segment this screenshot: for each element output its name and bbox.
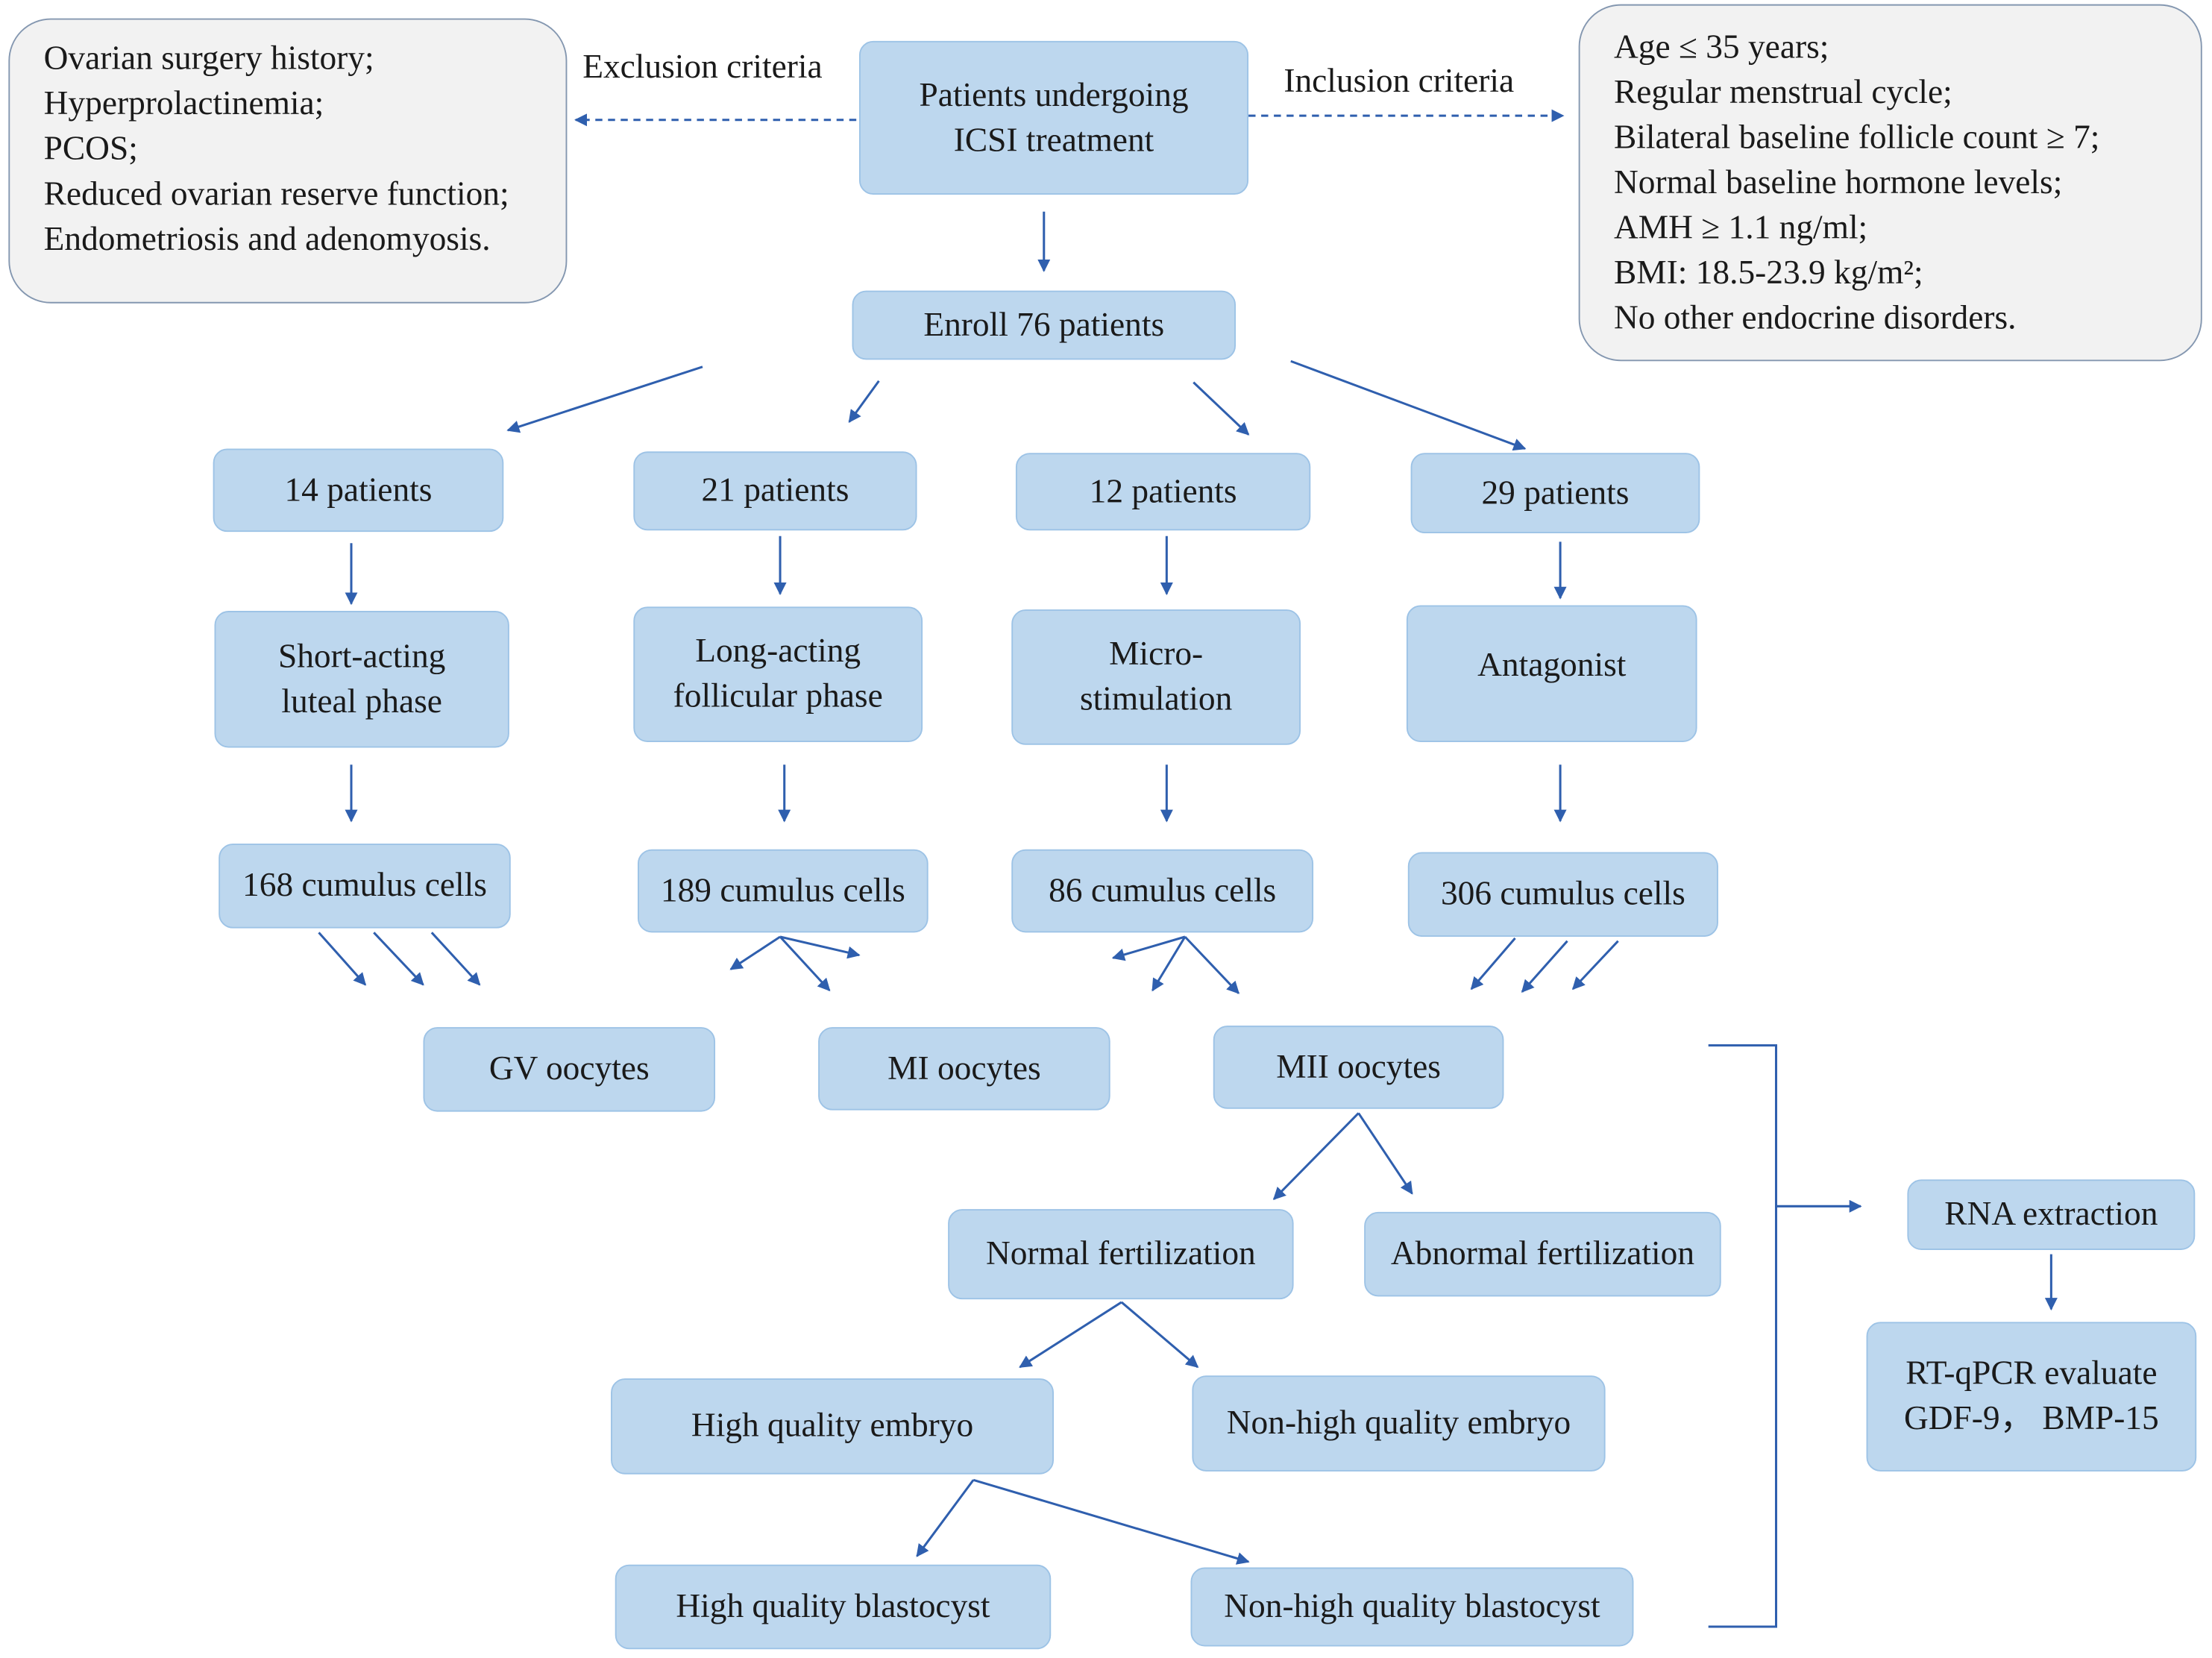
enroll-node: Enroll 76 patients — [852, 290, 1237, 360]
group3-patients-node: 12 patients — [1015, 453, 1311, 531]
high-quality-blastocyst-node: High quality blastocyst — [615, 1564, 1052, 1650]
rna-extraction-label: RNA extraction — [1944, 1196, 2158, 1234]
mii-to-normal-arrow — [1272, 1112, 1360, 1201]
cells1-arrow-b — [373, 932, 424, 986]
group3-cells-node: 86 cumulus cells — [1011, 849, 1314, 933]
enroll-to-group1-arrow — [506, 365, 703, 433]
start-line1: Patients undergoing — [919, 77, 1189, 114]
mii-to-abnormal-arrow — [1357, 1112, 1413, 1195]
rtqpcr-node: RT-qPCR evaluate GDF-9， BMP-15 — [1866, 1322, 2197, 1472]
group4-protocol-node: Antagonist — [1406, 605, 1697, 742]
group1-protocol-line2: luteal phase — [281, 683, 442, 720]
cells3-arrow-b — [1151, 936, 1187, 992]
group4-patients-label: 29 patients — [1481, 474, 1630, 512]
group3-patients-label: 12 patients — [1089, 473, 1237, 510]
group1-patients-node: 14 patients — [213, 448, 504, 533]
inclusion-item: Age ≤ 35 years; — [1613, 29, 1829, 66]
normal-to-high-embryo-arrow — [1019, 1301, 1122, 1369]
exclusion-criteria-box: Ovarian surgery history; Hyperprolactine… — [8, 18, 568, 304]
group3-protocol-node: Micro- stimulation — [1011, 609, 1301, 745]
mi-oocytes-node: MI oocytes — [818, 1027, 1110, 1111]
inclusion-item: AMH ≥ 1.1 ng/ml; — [1613, 210, 1868, 248]
high-quality-embryo-label: High quality embryo — [691, 1407, 974, 1445]
cells4-arrow-c — [1571, 940, 1619, 990]
group2-patients-node: 21 patients — [633, 451, 917, 531]
abnormal-fertilization-node: Abnormal fertilization — [1364, 1211, 1721, 1297]
rna-extraction-node: RNA extraction — [1907, 1179, 2196, 1250]
cells2-arrow-a — [729, 935, 781, 970]
group2-cells-node: 189 cumulus cells — [637, 849, 929, 933]
group3-protocol-line2: stimulation — [1080, 681, 1233, 718]
cells2-arrow-b — [779, 935, 831, 992]
enroll-label: Enroll 76 patients — [923, 307, 1165, 344]
inclusion-item: No other endocrine disorders. — [1613, 300, 2017, 338]
high-quality-embryo-node: High quality embryo — [611, 1378, 1055, 1475]
inclusion-item: Regular menstrual cycle; — [1613, 75, 1952, 112]
rtqpcr-line2: GDF-9， BMP-15 — [1903, 1401, 2159, 1438]
normal-fertilization-node: Normal fertilization — [948, 1209, 1294, 1300]
nonhigh-quality-embryo-label: Non-high quality embryo — [1226, 1405, 1571, 1442]
group4-patients-node: 29 patients — [1410, 453, 1700, 534]
group1-protocol-line1: Short-acting — [277, 638, 446, 676]
embryo-to-nonhigh-blastocyst-arrow — [973, 1478, 1250, 1565]
sample-bracket — [1708, 1044, 1778, 1628]
inclusion-criteria-box: Age ≤ 35 years; Regular menstrual cycle;… — [1578, 4, 2202, 362]
cells3-arrow-c — [1184, 935, 1239, 994]
group4-cells-node: 306 cumulus cells — [1407, 852, 1718, 938]
nonhigh-quality-blastocyst-node: Non-high quality blastocyst — [1190, 1567, 1634, 1647]
cells4-arrow-b — [1521, 940, 1568, 993]
rtqpcr-line1: RT-qPCR evaluate — [1905, 1355, 2158, 1392]
enroll-to-group2-arrow — [848, 380, 880, 423]
cells1-arrow-a — [318, 932, 367, 986]
high-quality-blastocyst-label: High quality blastocyst — [676, 1588, 990, 1626]
embryo-to-high-blastocyst-arrow — [916, 1479, 975, 1557]
exclusion-criteria-label: Exclusion criteria — [582, 49, 823, 87]
inclusion-item: Bilateral baseline follicle count ≥ 7; — [1613, 119, 2100, 157]
inclusion-item: BMI: 18.5-23.9 kg/m²; — [1613, 255, 1923, 292]
normal-fertilization-label: Normal fertilization — [985, 1236, 1256, 1273]
group4-protocol-line1: Antagonist — [1477, 647, 1627, 685]
cells1-arrow-c — [430, 932, 481, 986]
exclusion-item: Reduced ovarian reserve function; — [43, 176, 509, 213]
gv-oocytes-label: GV oocytes — [488, 1051, 650, 1088]
inclusion-criteria-label: Inclusion criteria — [1283, 63, 1515, 101]
group1-cells-node: 168 cumulus cells — [219, 844, 511, 929]
group1-cells-label: 168 cumulus cells — [242, 867, 487, 905]
exclusion-item: PCOS; — [43, 131, 138, 169]
normal-to-nonhigh-embryo-arrow — [1120, 1301, 1199, 1369]
group2-cells-label: 189 cumulus cells — [660, 872, 905, 910]
group3-cells-label: 86 cumulus cells — [1049, 872, 1277, 910]
group1-protocol-node: Short-acting luteal phase — [214, 611, 509, 748]
group2-protocol-line1: Long-acting — [695, 633, 861, 671]
exclusion-item: Endometriosis and adenomyosis. — [43, 221, 491, 259]
group2-patients-label: 21 patients — [701, 472, 849, 509]
group4-cells-label: 306 cumulus cells — [1440, 876, 1685, 913]
group2-protocol-line2: follicular phase — [673, 678, 883, 716]
mii-oocytes-label: MII oocytes — [1276, 1049, 1441, 1086]
group3-protocol-line1: Micro- — [1109, 636, 1204, 673]
start-node: Patients undergoing ICSI treatment — [858, 40, 1249, 195]
enroll-to-group4-arrow — [1290, 359, 1527, 451]
nonhigh-quality-embryo-node: Non-high quality embryo — [1192, 1375, 1606, 1472]
start-line2: ICSI treatment — [953, 122, 1154, 159]
mii-oocytes-node: MII oocytes — [1213, 1026, 1504, 1109]
mi-oocytes-label: MI oocytes — [887, 1050, 1041, 1087]
inclusion-item: Normal baseline hormone levels; — [1613, 165, 2063, 202]
exclusion-item: Ovarian surgery history; — [43, 40, 374, 78]
nonhigh-quality-blastocyst-label: Non-high quality blastocyst — [1224, 1588, 1600, 1626]
cells2-arrow-c — [779, 935, 861, 959]
group2-protocol-node: Long-acting follicular phase — [633, 606, 923, 742]
group1-patients-label: 14 patients — [284, 471, 433, 509]
cells4-arrow-a — [1470, 937, 1516, 990]
enroll-to-group3-arrow — [1193, 381, 1250, 436]
exclusion-item: Hyperprolactinemia; — [43, 86, 324, 123]
cells3-arrow-a — [1111, 935, 1186, 961]
gv-oocytes-node: GV oocytes — [423, 1027, 716, 1112]
abnormal-fertilization-label: Abnormal fertilization — [1390, 1236, 1695, 1273]
